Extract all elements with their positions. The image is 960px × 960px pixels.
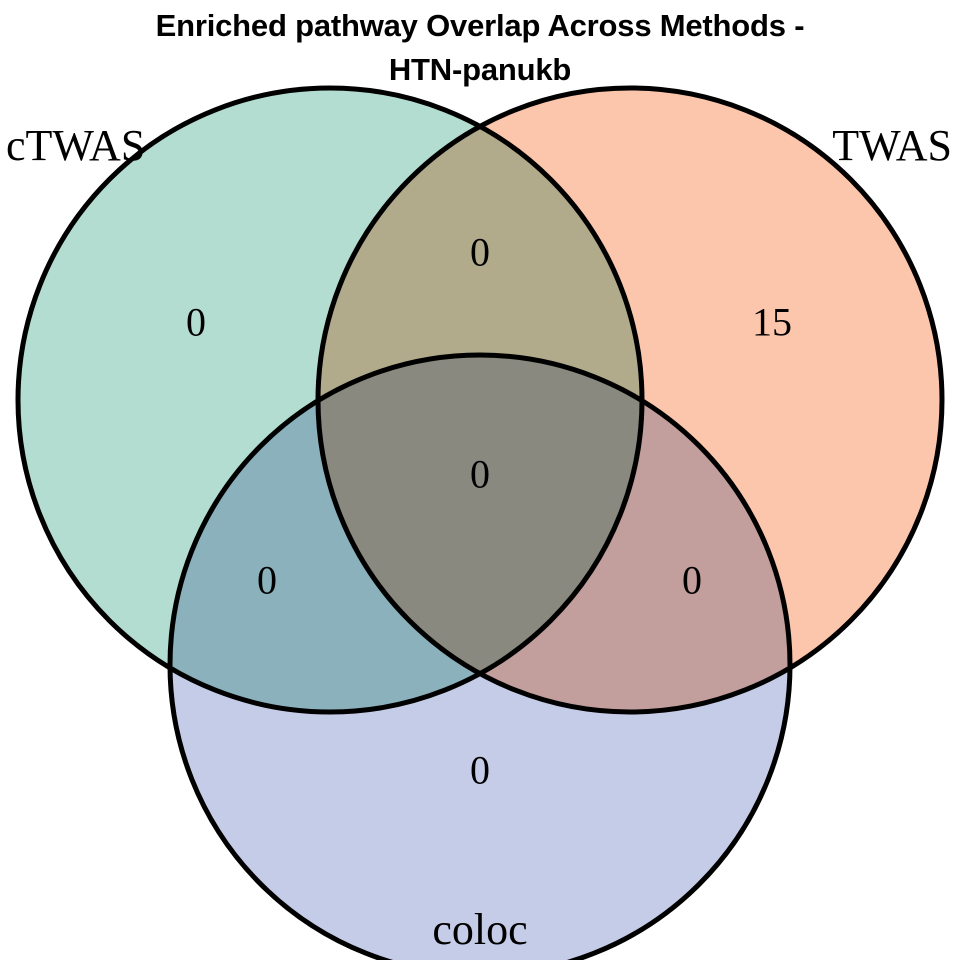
chart-title: Enriched pathway Overlap Across Methods … <box>0 0 960 92</box>
region-count-twas-coloc: 0 <box>682 558 702 603</box>
venn-region-counts: 0 15 0 0 0 0 0 <box>186 230 792 793</box>
region-count-twas-only: 15 <box>752 300 792 345</box>
venn-set-labels: cTWAS TWAS coloc <box>6 121 952 954</box>
region-count-ctwas-coloc: 0 <box>257 558 277 603</box>
set-label-twas: TWAS <box>832 121 952 170</box>
set-label-ctwas: cTWAS <box>6 121 145 170</box>
venn-circle-coloc-fill <box>170 355 790 960</box>
region-count-ctwas-twas-coloc: 0 <box>470 452 490 497</box>
venn-outlines <box>15 85 945 960</box>
set-label-coloc: coloc <box>432 905 527 954</box>
chart-title-line-2: HTN-panukb <box>388 52 572 87</box>
venn-fills <box>18 88 942 960</box>
region-count-ctwas-only: 0 <box>186 300 206 345</box>
venn-circle-coloc-outline <box>167 352 793 960</box>
region-count-ctwas-twas: 0 <box>470 230 490 275</box>
region-count-coloc-only: 0 <box>470 748 490 793</box>
chart-title-line-1: Enriched pathway Overlap Across Methods … <box>155 8 805 43</box>
